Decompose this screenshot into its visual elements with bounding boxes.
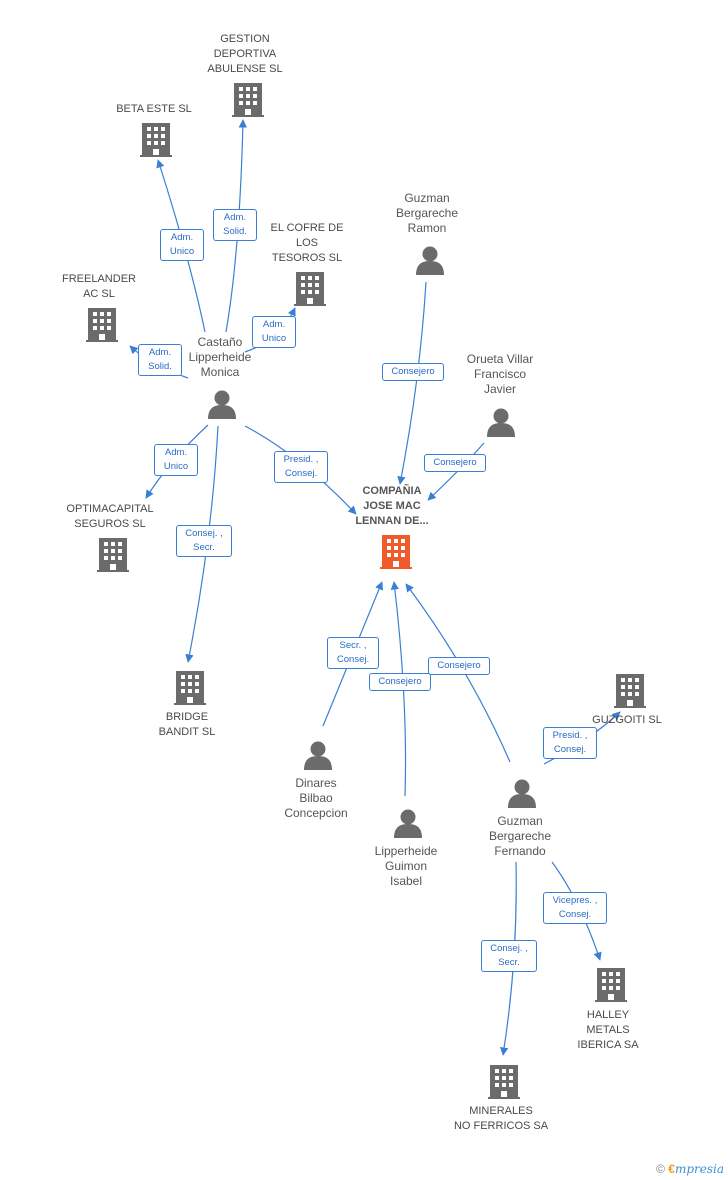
beta-building-icon[interactable] xyxy=(140,123,172,157)
edge-label-castano-freelander[interactable]: Adm. Solid. xyxy=(138,344,182,376)
edge-label-fernando-halley[interactable]: Vicepres. , Consej. xyxy=(543,892,607,924)
brand-name: mpresia xyxy=(674,1162,724,1176)
castano-label[interactable]: Castaño Lipperheide Monica xyxy=(188,335,252,379)
dinares-person-icon[interactable] xyxy=(304,741,332,771)
brand-logo-e: € xyxy=(668,1162,675,1176)
lipperheide-label[interactable]: Lipperheide Guimon Isabel xyxy=(374,844,438,888)
edge-label-castano-beta[interactable]: Adm. Unico xyxy=(160,229,204,261)
edge-label-castano-gestion[interactable]: Adm. Solid. xyxy=(213,209,257,241)
edge-label-fernando-minerales[interactable]: Consej. , Secr. xyxy=(481,940,537,972)
freelander-label[interactable]: FREELANDER AC SL xyxy=(62,273,136,300)
gestion-building-icon[interactable] xyxy=(232,83,264,117)
castano-person-icon[interactable] xyxy=(208,390,236,420)
edge-label-castano-bridge[interactable]: Consej. , Secr. xyxy=(176,525,232,557)
edge-label-dinares-main[interactable]: Secr. , Consej. xyxy=(327,637,379,669)
guzgoiti-building-icon[interactable] xyxy=(614,674,646,708)
guzgoiti-label[interactable]: GUZGOITI SL xyxy=(592,714,662,726)
guzman-fernando-label[interactable]: Guzman Bergareche Fernando xyxy=(488,814,552,858)
cofre-label[interactable]: EL COFRE DE LOS TESOROS SL xyxy=(270,222,344,264)
main-company-building-icon[interactable] xyxy=(380,535,412,569)
beta-label[interactable]: BETA ESTE SL xyxy=(116,103,192,115)
edge-label-fernando-main[interactable]: Consejero xyxy=(428,657,490,675)
lipperheide-person-icon[interactable] xyxy=(394,809,422,839)
optima-label[interactable]: OPTIMACAPITAL SEGUROS SL xyxy=(66,503,154,530)
edge-label-lipperheide-main[interactable]: Consejero xyxy=(369,673,431,691)
guzman-ramon-label[interactable]: Guzman Bergareche Ramon xyxy=(395,191,459,235)
guzman-fernando-person-icon[interactable] xyxy=(508,779,536,809)
edge-label-castano-cofre[interactable]: Adm. Unico xyxy=(252,316,296,348)
bridge-building-icon[interactable] xyxy=(174,671,206,705)
dinares-label[interactable]: Dinares Bilbao Concepcion xyxy=(284,776,348,820)
edge-line-lipperheide-main xyxy=(390,581,407,797)
gestion-label[interactable]: GESTION DEPORTIVA ABULENSE SL xyxy=(207,33,283,75)
halley-building-icon[interactable] xyxy=(595,968,627,1002)
edge-label-ramon-main[interactable]: Consejero xyxy=(382,363,444,381)
orueta-person-icon[interactable] xyxy=(487,408,515,438)
footer-brand[interactable]: © €mpresia xyxy=(656,1162,724,1176)
edge-label-fernando-guzgoiti[interactable]: Presid. , Consej. xyxy=(543,727,597,759)
minerales-building-icon[interactable] xyxy=(488,1065,520,1099)
orueta-label[interactable]: Orueta Villar Francisco Javier xyxy=(466,352,534,396)
freelander-building-icon[interactable] xyxy=(86,308,118,342)
cofre-building-icon[interactable] xyxy=(294,272,326,306)
optima-building-icon[interactable] xyxy=(97,538,129,572)
bridge-label[interactable]: BRIDGE BANDIT SL xyxy=(158,711,216,738)
main-company-label[interactable]: COMPAÑIA JOSE MAC LENNAN DE... xyxy=(355,485,429,527)
edge-line-ramon-main xyxy=(397,281,427,485)
copyright-symbol: © xyxy=(656,1162,665,1176)
halley-label[interactable]: HALLEY METALS IBERICA SA xyxy=(577,1009,639,1051)
edge-label-orueta-main[interactable]: Consejero xyxy=(424,454,486,472)
minerales-label[interactable]: MINERALES NO FERRICOS SA xyxy=(453,1105,549,1132)
guzman-ramon-person-icon[interactable] xyxy=(416,246,444,276)
edge-label-castano-optima[interactable]: Adm. Unico xyxy=(154,444,198,476)
edge-label-castano-main[interactable]: Presid. , Consej. xyxy=(274,451,328,483)
